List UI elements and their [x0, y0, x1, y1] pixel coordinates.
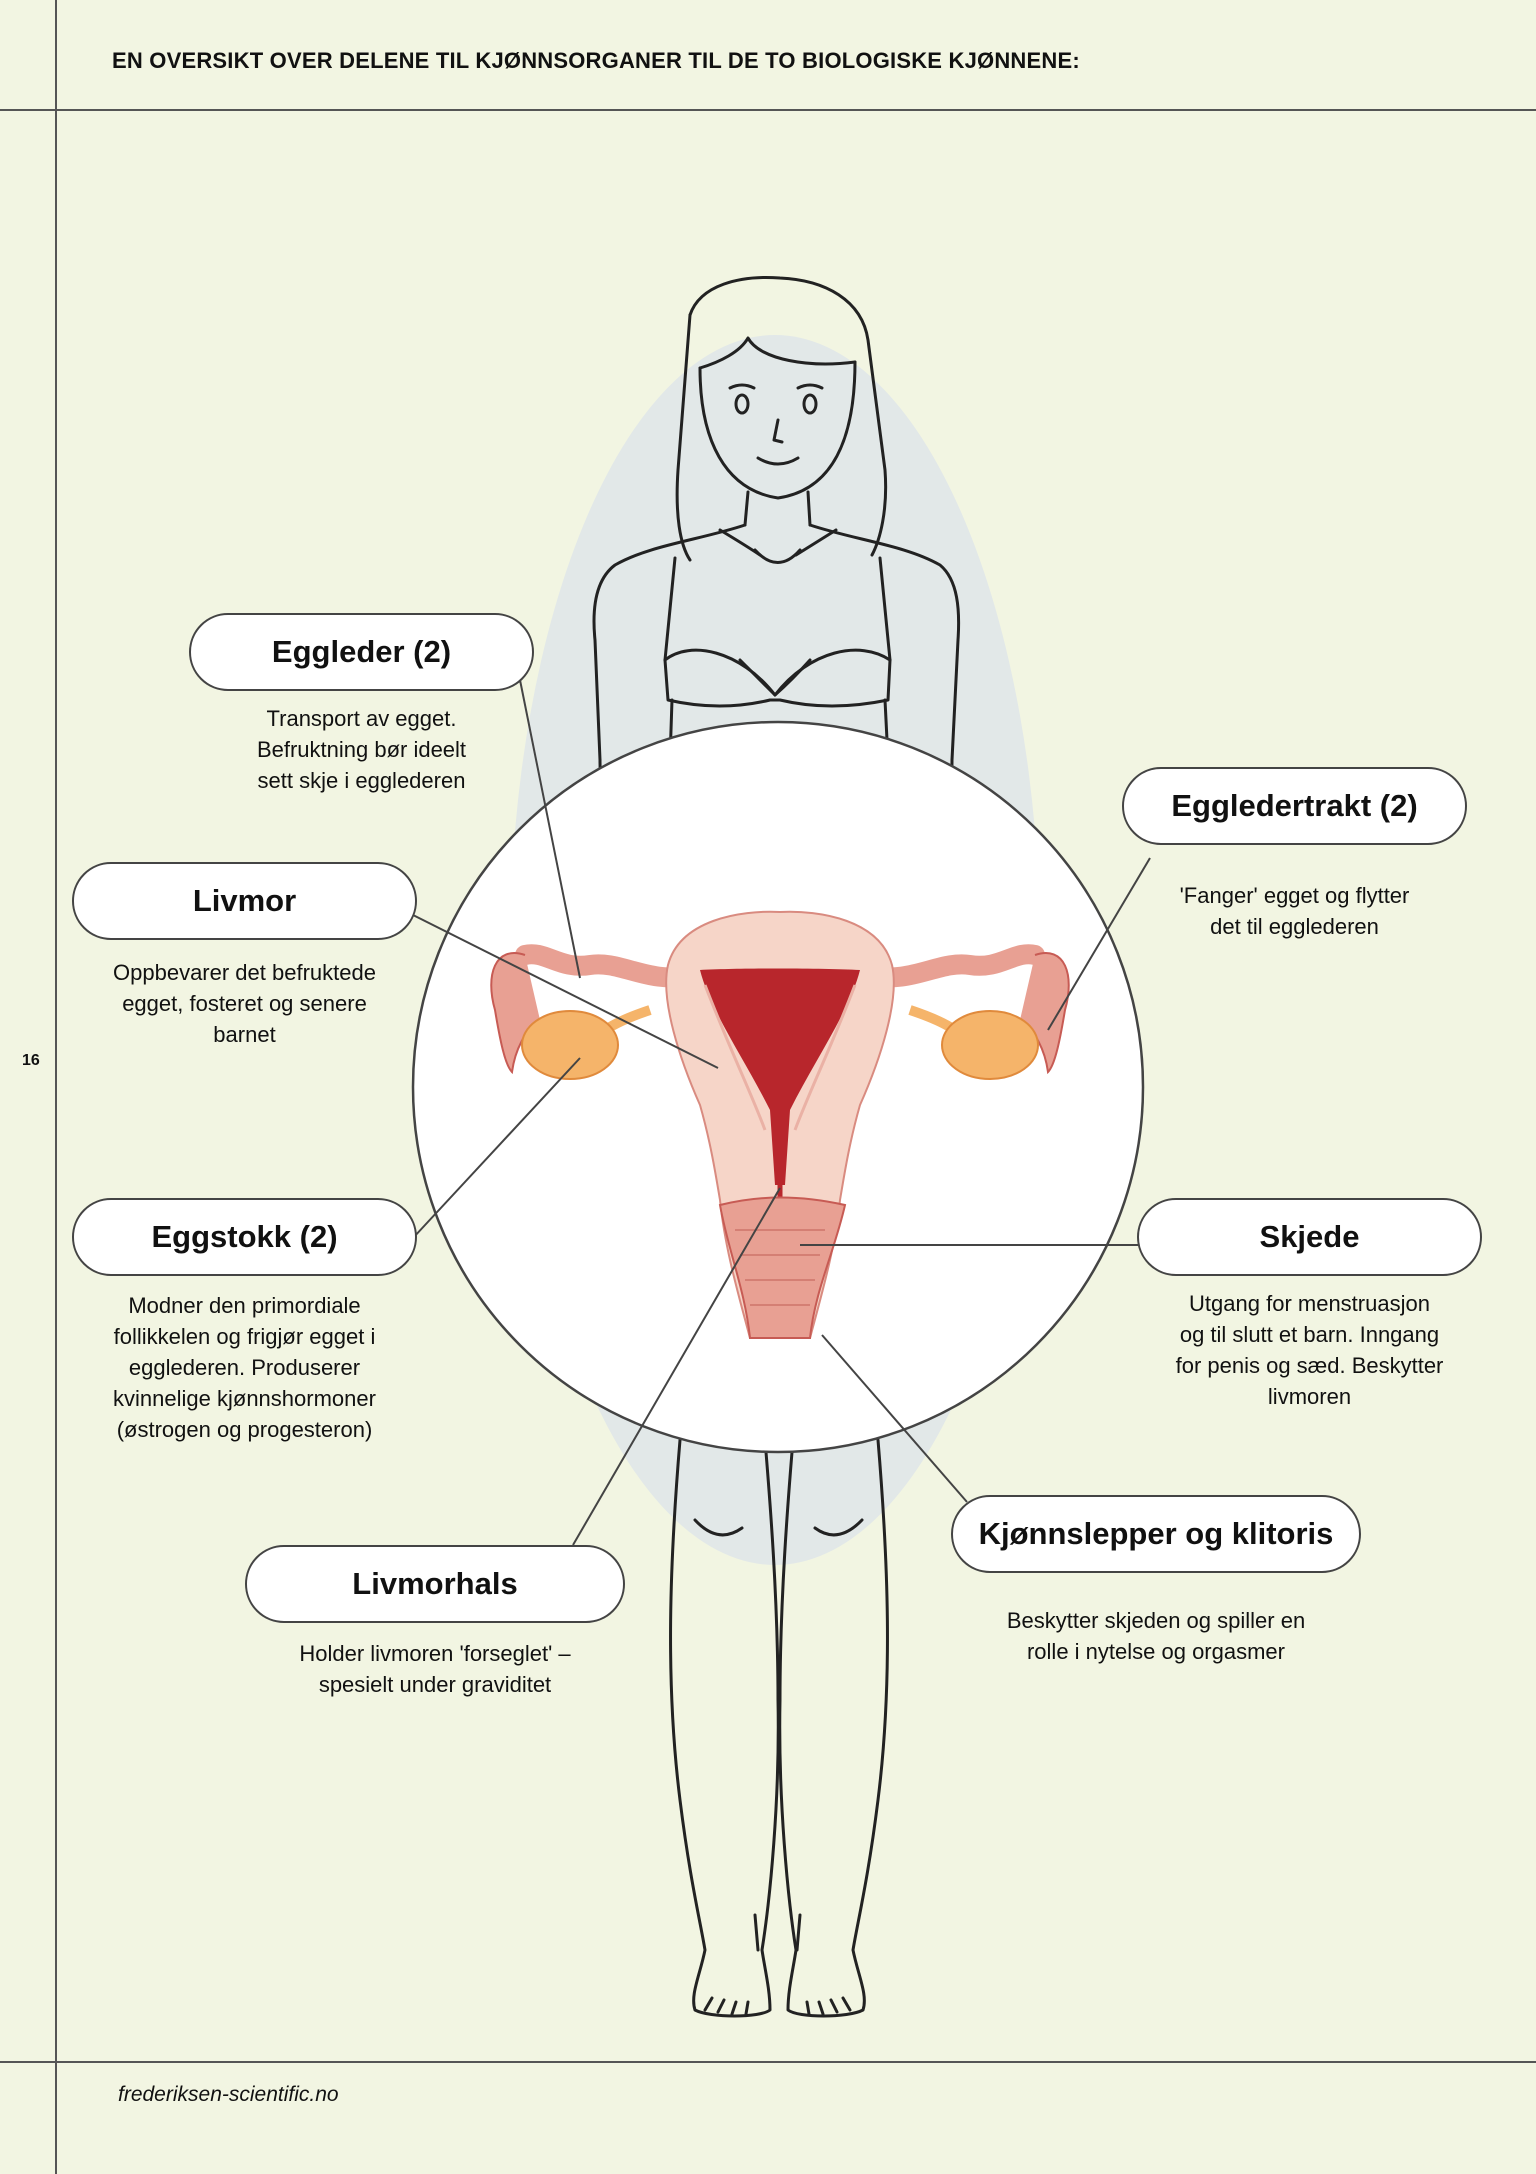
desc-eggledertrakt: 'Fanger' egget og flytter det til eggled…	[1179, 883, 1410, 939]
label-livmor: Livmor	[72, 862, 417, 940]
desc-eggleder: Transport av egget. Befruktning bør idee…	[256, 706, 467, 793]
left-infundibulum	[490, 952, 541, 1075]
right-ovary	[941, 1010, 1039, 1080]
label-kjonnslepper: Kjønnslepper og klitoris	[951, 1495, 1361, 1573]
label-livmorhals: Livmorhals	[245, 1545, 625, 1623]
right-fallopian-tube	[860, 944, 1045, 988]
page-title: EN OVERSIKT OVER DELENE TIL KJØNNSORGANE…	[112, 48, 1080, 73]
footer-website: frederiksen-scientific.no	[118, 2083, 339, 2106]
desc-skjede: Utgang for menstruasjon og til slutt et …	[1175, 1291, 1444, 1409]
leader-lines	[412, 679, 1151, 1546]
leader-eggleder	[519, 679, 581, 979]
leader-livmor	[412, 914, 719, 1069]
woman-outline	[592, 276, 961, 2018]
label-eggstokk: Eggstokk (2)	[72, 1198, 417, 1276]
left-ovary	[521, 1010, 619, 1080]
desc-eggstokk: Modner den primordiale follikkelen og fr…	[113, 1293, 376, 1442]
leader-eggstokk	[412, 1057, 581, 1239]
leader-kjonnslepper	[821, 1334, 968, 1503]
desc-kjonnslepper: Beskytter skjeden og spiller en rolle i …	[1006, 1608, 1306, 1664]
uterus-illustration	[490, 910, 1070, 1339]
desc-livmorhals: Holder livmoren 'forseglet' – spesielt u…	[299, 1641, 571, 1697]
page-number: 16	[22, 1052, 40, 1069]
margin-rule	[55, 0, 57, 2174]
footer-rule	[0, 2061, 1536, 2063]
vagina	[718, 1196, 847, 1339]
left-fallopian-tube	[515, 944, 700, 988]
desc-livmor: Oppbevarer det befruktede egget, fostere…	[113, 960, 376, 1047]
label-eggleder: Eggleder (2)	[189, 613, 534, 691]
leader-livmorhals	[572, 1187, 781, 1546]
leader-eggledertrakt	[1047, 857, 1151, 1031]
right-infundibulum	[1019, 952, 1070, 1075]
label-eggledertrakt: Eggledertrakt (2)	[1122, 767, 1467, 845]
label-skjede: Skjede	[1137, 1198, 1482, 1276]
uterine-cavity	[700, 968, 860, 1185]
header-rule	[0, 109, 1536, 111]
